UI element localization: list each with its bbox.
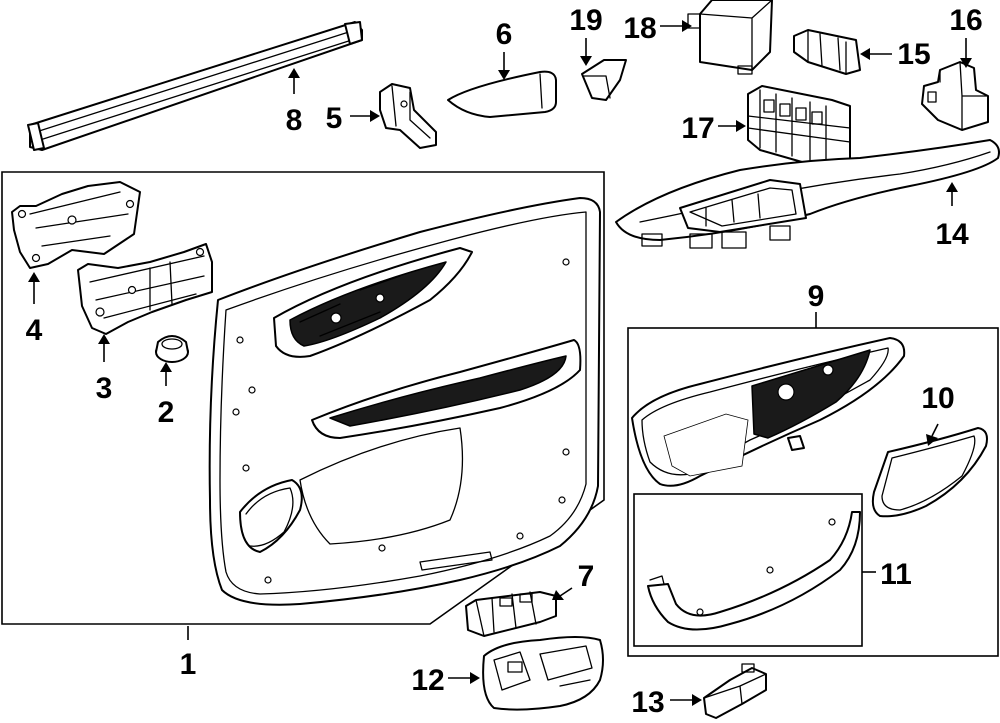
callout-19: 19 xyxy=(569,4,602,37)
part-17-master-switch[interactable] xyxy=(747,85,851,171)
callout-15: 15 xyxy=(897,38,930,71)
part-14-armrest-base[interactable] xyxy=(615,139,1000,249)
part-10-insert[interactable] xyxy=(871,427,988,518)
callout-9: 9 xyxy=(808,280,825,313)
callout-16: 16 xyxy=(949,4,982,37)
part-13-sensor[interactable] xyxy=(703,663,767,719)
callout-8: 8 xyxy=(286,104,303,137)
callout-3: 3 xyxy=(96,372,113,405)
callout-14: 14 xyxy=(935,218,969,251)
callout-17: 17 xyxy=(681,112,714,145)
part-11-frame xyxy=(633,493,863,647)
callout-13: 13 xyxy=(631,686,664,719)
callout-2: 2 xyxy=(158,396,175,429)
part-15-connector[interactable] xyxy=(793,29,861,75)
part-9-upper-trim[interactable] xyxy=(631,337,906,487)
callout-18: 18 xyxy=(623,12,656,45)
part-4-bracket[interactable] xyxy=(11,181,141,269)
part-3-bracket[interactable] xyxy=(77,243,213,335)
callout-11: 11 xyxy=(880,558,912,591)
callout-6: 6 xyxy=(496,18,513,51)
part-11-garnish[interactable] xyxy=(647,511,861,631)
part-16-switch[interactable] xyxy=(921,61,989,131)
part-12-inside-handle[interactable] xyxy=(482,636,604,711)
callout-1: 1 xyxy=(180,648,197,681)
part-19-cover[interactable] xyxy=(581,59,627,101)
part-5-bracket[interactable] xyxy=(379,83,437,149)
part-6-trim-panel[interactable] xyxy=(447,70,557,118)
callout-labels: 1 2 3 4 5 6 7 8 9 10 11 12 13 14 15 16 1… xyxy=(26,4,983,719)
part-1-door-panel[interactable] xyxy=(208,197,601,606)
part-8-weatherstrip[interactable] xyxy=(27,21,363,151)
part-7-bezel[interactable] xyxy=(465,591,557,637)
callout-12: 12 xyxy=(411,664,444,697)
callout-4: 4 xyxy=(26,314,43,347)
callout-7: 7 xyxy=(578,560,595,593)
leader-lines xyxy=(28,20,972,706)
callout-10: 10 xyxy=(921,382,954,415)
part-9-frame xyxy=(627,327,999,657)
part-2-clip[interactable] xyxy=(155,335,189,363)
callout-5: 5 xyxy=(326,102,343,135)
part-18-module[interactable] xyxy=(687,0,773,75)
